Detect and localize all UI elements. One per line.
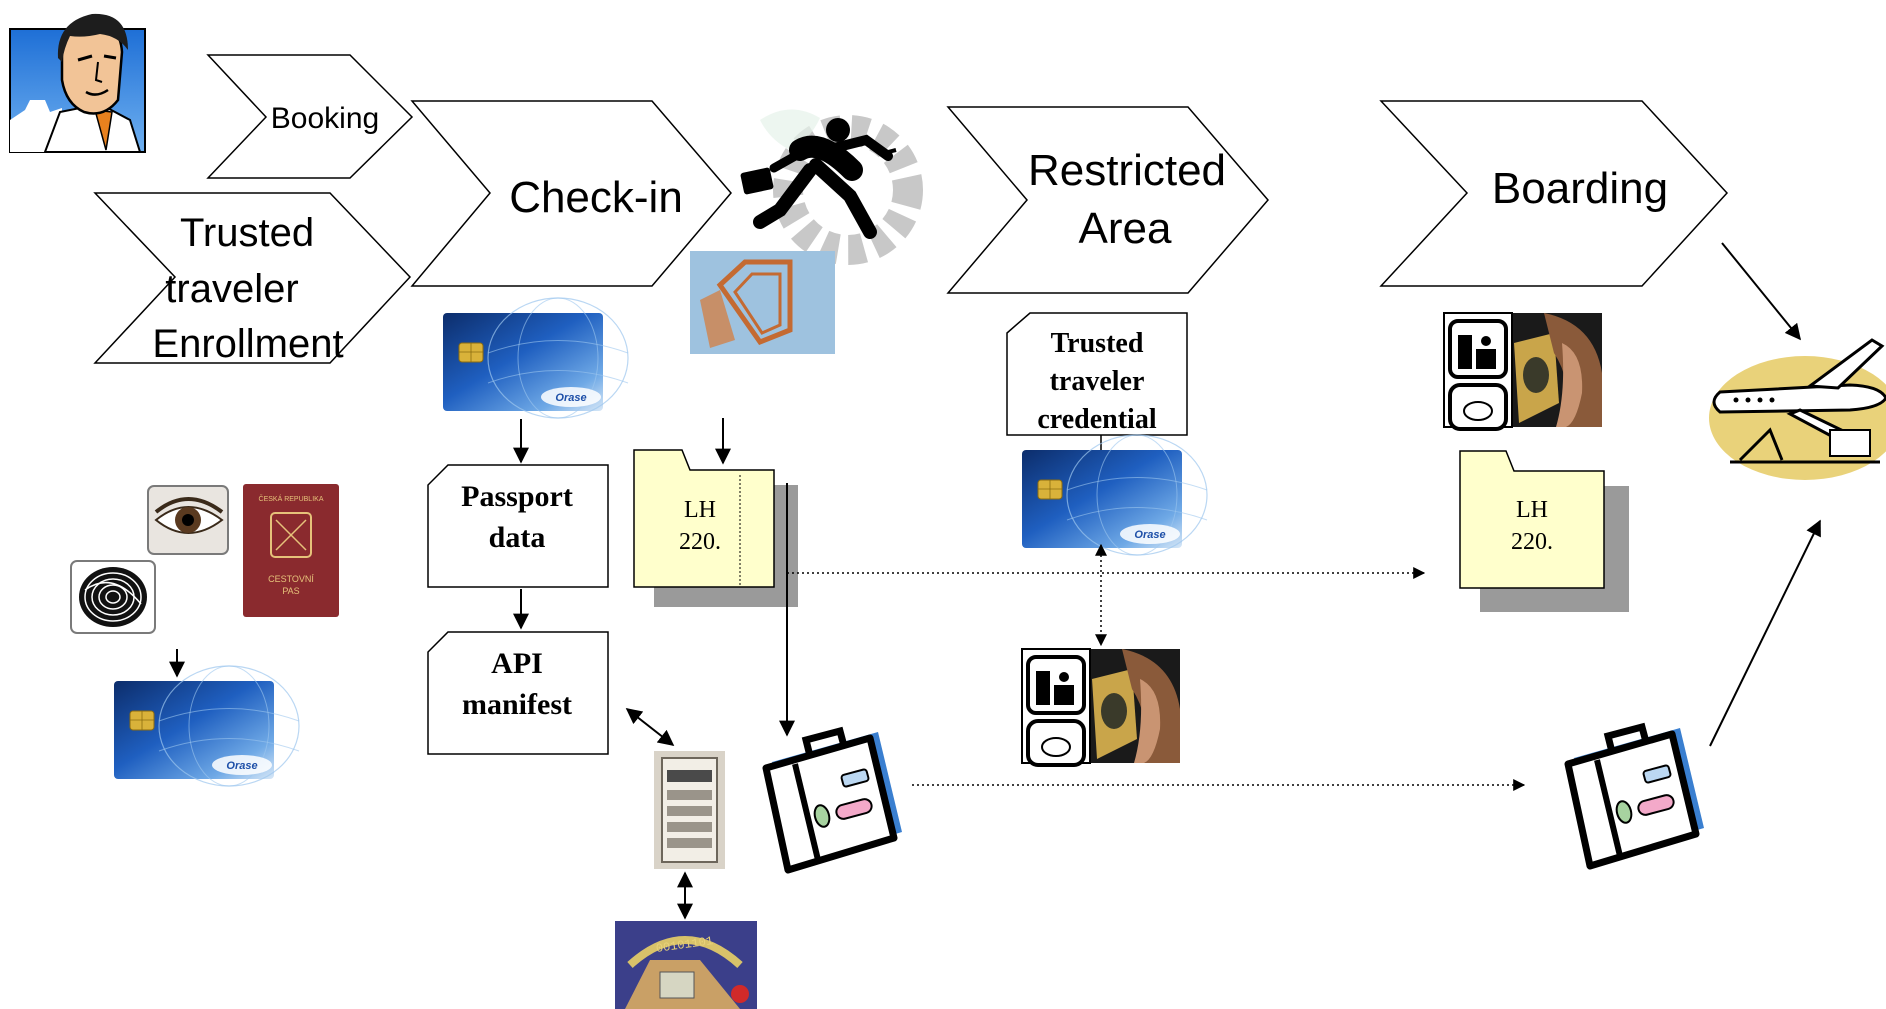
server-icon (654, 751, 725, 869)
credential-label-1: Trusted (1051, 328, 1144, 359)
credential-label-2: traveler (1050, 366, 1145, 397)
folder-boarding-line-1: LH (1516, 497, 1548, 523)
suitcase-plane-arrow (1709, 519, 1821, 747)
passport-icon: ČESKÁ REPUBLIKA CESTOVNÍ PAS (243, 484, 339, 617)
booking-label: Booking (271, 102, 379, 135)
eye-icon (147, 485, 229, 555)
flight-folder-checkin: LH 220. (633, 449, 798, 607)
biometric-scan-icon (1442, 311, 1604, 431)
api-manifest-box: API manifest (427, 631, 609, 755)
api-manifest-label-1: API (491, 647, 543, 680)
checkin-label: Check-in (509, 173, 683, 222)
restricted-label-1: Restricted (1028, 146, 1226, 195)
rfid-tag-icon (690, 251, 835, 354)
smart-card-icon: Orase (113, 665, 300, 787)
passport-word-1: CESTOVNÍ (268, 574, 314, 584)
api-server-arrow (625, 708, 675, 746)
folder-boarding-line-2: 220. (1511, 529, 1553, 555)
suitcase-icon (1568, 727, 1704, 866)
enrollment-label-1: Trusted (180, 211, 314, 255)
folder-checkin-line-1: LH (684, 497, 716, 523)
passport-word-2: PAS (282, 586, 299, 596)
flight-folder-boarding: LH 220. (1459, 450, 1629, 612)
biometric-scan-icon (1020, 647, 1182, 767)
smart-card-icon: Orase (442, 297, 629, 419)
stage-boarding: Boarding (1379, 100, 1729, 287)
card-logo: Orase (555, 392, 586, 404)
folder-checkin-line-2: 220. (679, 529, 721, 555)
running-businessman-icon (740, 109, 897, 239)
passport-data-label-1: Passport (461, 480, 573, 513)
card-logo: Orase (226, 760, 257, 772)
passport-data-label-2: data (489, 521, 546, 554)
credential-label-3: credential (1037, 404, 1156, 435)
traveler-avatar-icon (9, 13, 146, 153)
boarding-plane-arrow (1721, 242, 1802, 341)
smart-card-icon: Orase (1021, 434, 1208, 556)
boarding-label: Boarding (1492, 164, 1668, 213)
stage-booking: Booking (206, 54, 414, 179)
stage-restricted-area: Restricted Area (946, 106, 1269, 294)
api-manifest-label-2: manifest (462, 688, 572, 721)
stage-enrollment: Trusted traveler Enrollment (93, 192, 412, 366)
data-transfer-icon: 00101101 (615, 921, 757, 1009)
fingerprint-icon (70, 560, 156, 634)
card-logo: Orase (1134, 529, 1165, 541)
enrollment-label-3: Enrollment (152, 322, 343, 366)
trusted-credential-box: Trusted traveler credential (1006, 312, 1188, 436)
passport-data-box: Passport data (427, 464, 609, 588)
enrollment-label-2: traveler (165, 267, 298, 311)
passport-country: ČESKÁ REPUBLIKA (259, 494, 324, 503)
stage-checkin: Check-in (410, 100, 732, 287)
restricted-label-2: Area (1079, 204, 1172, 253)
airplane-icon (1709, 338, 1886, 480)
suitcase-icon (766, 731, 902, 870)
